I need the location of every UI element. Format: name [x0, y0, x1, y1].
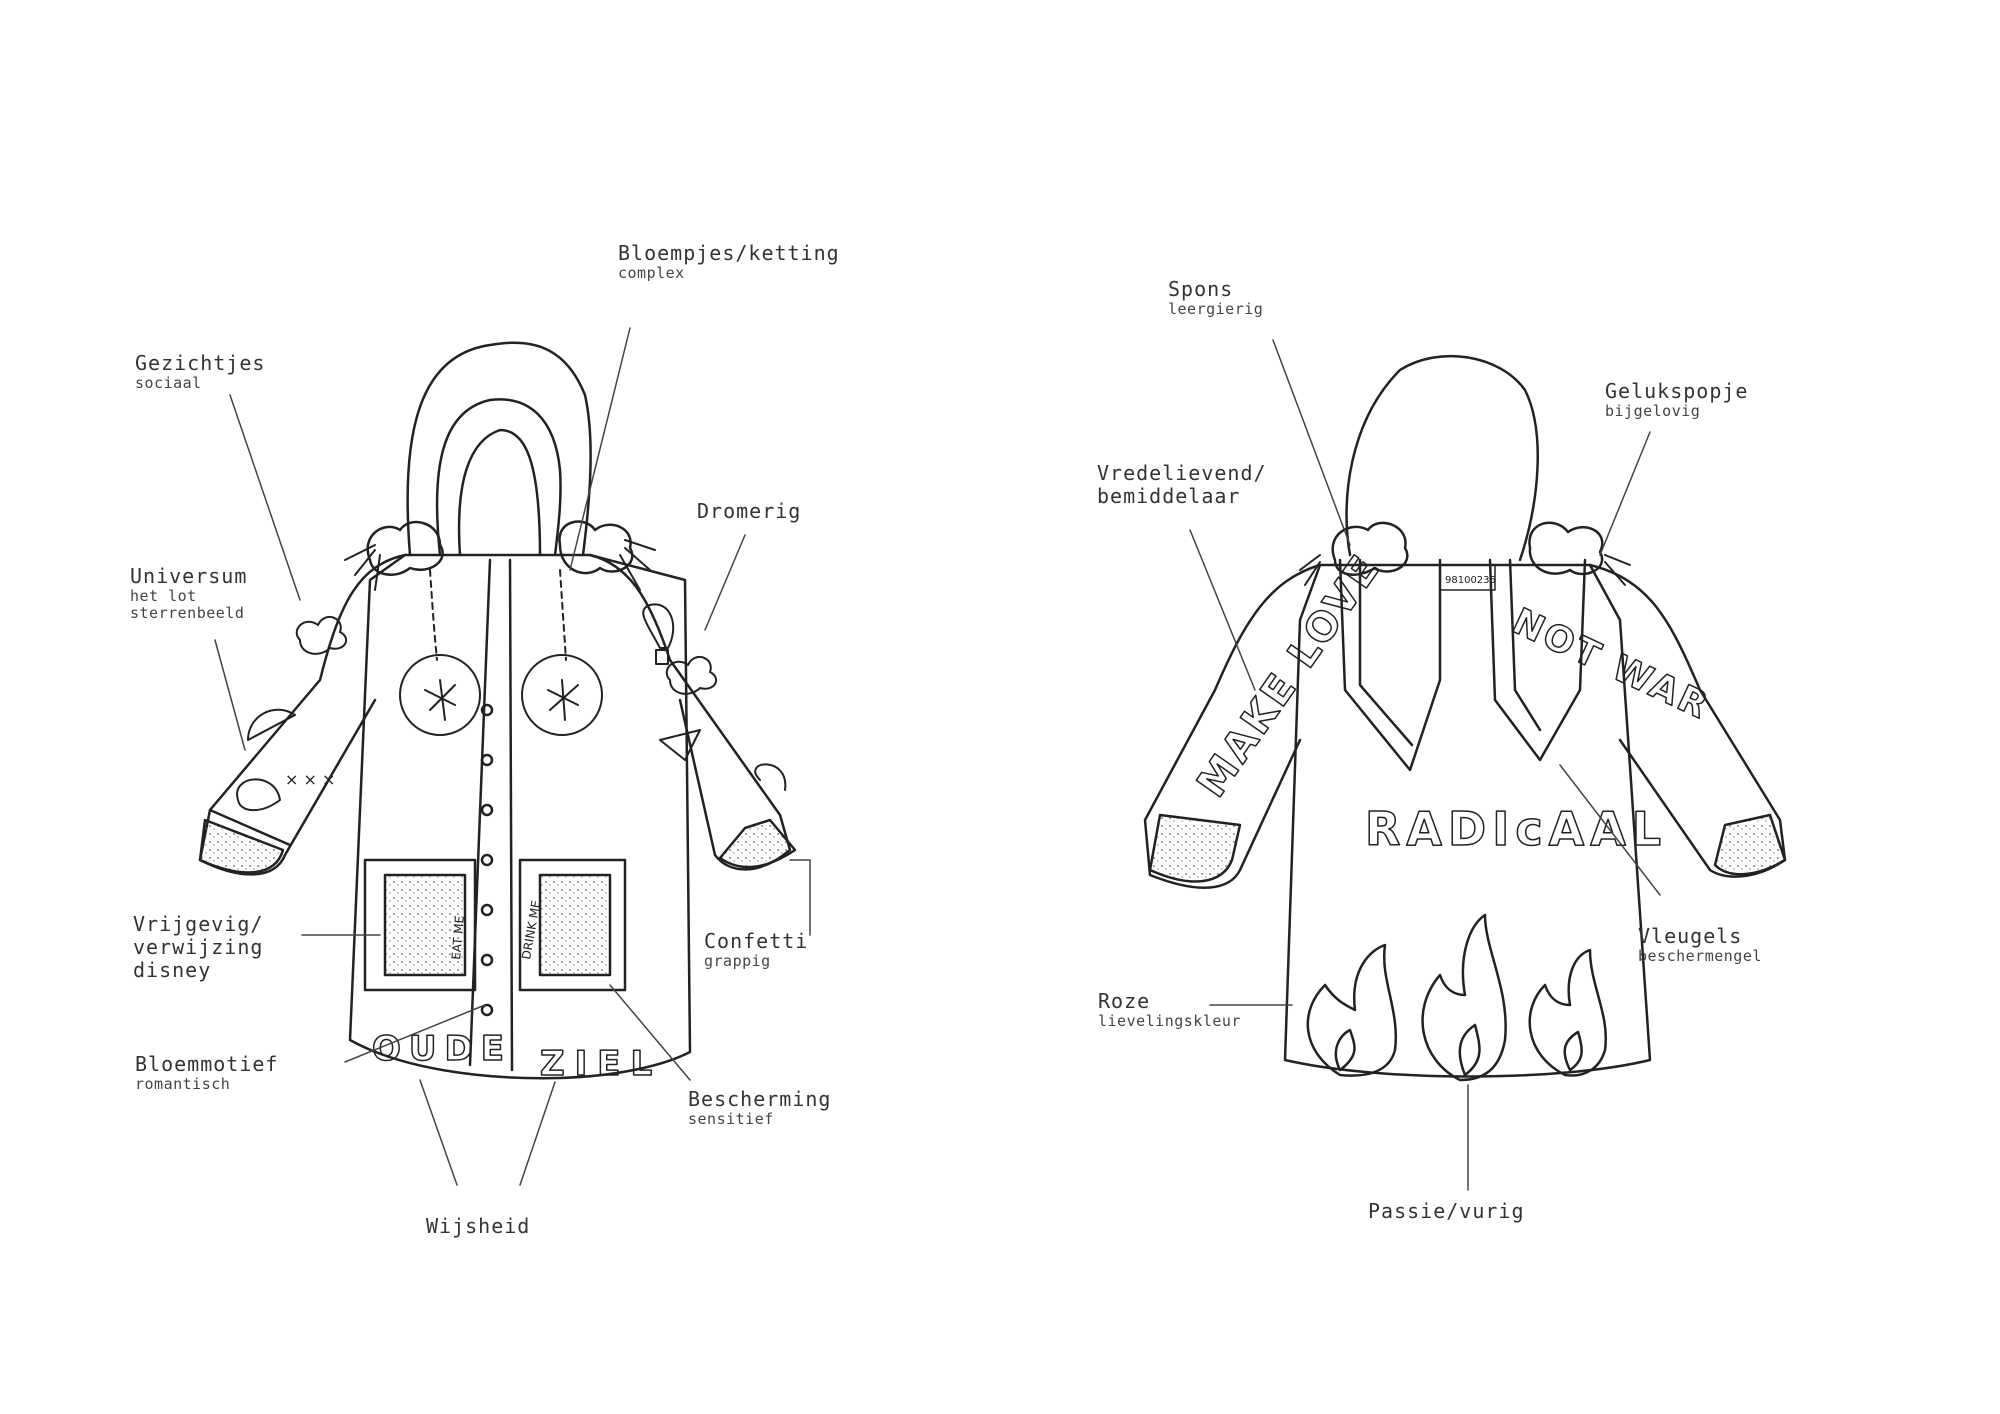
label-bloempjes: Bloempjes/ketting complex	[618, 242, 840, 282]
label-universum-line-2: sterrenbeeld	[130, 605, 247, 622]
label-gezichtjes-title: Gezichtjes	[135, 352, 265, 375]
front-coat-body	[350, 555, 690, 1078]
label-confetti: Confetti grappig	[704, 930, 808, 970]
front-coat: × × × OUDE ZIEL EAT ME DRINK ME	[200, 343, 795, 1084]
label-vrijgevig-line-3: disney	[133, 959, 263, 982]
label-passie: Passie/vurig	[1368, 1200, 1525, 1223]
label-vredelievend: Vredelievend/ bemiddelaar	[1097, 462, 1267, 508]
label-confetti-sub: grappig	[704, 953, 808, 970]
front-hem-left-text: OUDE	[372, 1029, 512, 1069]
label-bloemmotief: Bloemmotief romantisch	[135, 1053, 278, 1093]
label-wijsheid: Wijsheid	[426, 1215, 530, 1238]
label-vredelievend-line-2: bemiddelaar	[1097, 485, 1267, 508]
label-roze-sub: lievelingskleur	[1098, 1013, 1241, 1030]
back-word-text: RADIcAAL	[1365, 802, 1667, 856]
front-pockets	[365, 860, 625, 990]
label-vleugels: Vleugels beschermengel	[1638, 925, 1762, 965]
front-chains	[400, 570, 602, 735]
label-spons-sub: leergierig	[1168, 301, 1263, 318]
label-universum-title: Universum	[130, 565, 247, 588]
label-gelukspopje-title: Gelukspopje	[1605, 380, 1748, 403]
label-spons: Spons leergierig	[1168, 278, 1263, 318]
label-universum: Universum het lot sterrenbeeld	[130, 565, 247, 623]
label-dromerig: Dromerig	[697, 500, 801, 523]
label-bescherming-title: Bescherming	[688, 1088, 831, 1111]
label-gelukspopje: Gelukspopje bijgelovig	[1605, 380, 1748, 420]
front-hood-inner	[437, 399, 560, 555]
label-gezichtjes: Gezichtjes sociaal	[135, 352, 265, 392]
label-bloempjes-title: Bloempjes/ketting	[618, 242, 840, 265]
label-bescherming: Bescherming sensitief	[688, 1088, 831, 1128]
front-hem-right-text: ZIEL	[540, 1044, 662, 1084]
label-gelukspopje-sub: bijgelovig	[1605, 403, 1748, 420]
label-confetti-title: Confetti	[704, 930, 808, 953]
label-bloemmotief-sub: romantisch	[135, 1076, 278, 1093]
back-hood	[1347, 356, 1538, 560]
label-vrijgevig: Vrijgevig/ verwijzing disney	[133, 913, 263, 982]
label-gezichtjes-sub: sociaal	[135, 375, 265, 392]
label-universum-line-1: het lot	[130, 588, 247, 605]
label-roze-title: Roze	[1098, 990, 1241, 1013]
label-vrijgevig-line-1: Vrijgevig/	[133, 913, 263, 936]
label-wijsheid-title: Wijsheid	[426, 1215, 530, 1238]
label-vrijgevig-line-2: verwijzing	[133, 936, 263, 959]
back-flames	[1308, 915, 1606, 1080]
back-neck-tag-text: 98100235	[1445, 575, 1496, 586]
front-hood	[408, 343, 591, 555]
svg-text:× × ×: × × ×	[285, 770, 335, 789]
label-vleugels-sub: beschermengel	[1638, 948, 1762, 965]
label-dromerig-title: Dromerig	[697, 500, 801, 523]
label-spons-title: Spons	[1168, 278, 1263, 301]
label-passie-title: Passie/vurig	[1368, 1200, 1525, 1223]
back-sleeve-right-text: NOT WAR	[1506, 601, 1716, 728]
label-roze: Roze lievelingskleur	[1098, 990, 1241, 1030]
label-vleugels-title: Vleugels	[1638, 925, 1762, 948]
label-bloemmotief-title: Bloemmotief	[135, 1053, 278, 1076]
label-bescherming-sub: sensitief	[688, 1111, 831, 1128]
label-vredelievend-line-1: Vredelievend/	[1097, 462, 1267, 485]
label-bloempjes-sub: complex	[618, 265, 840, 282]
